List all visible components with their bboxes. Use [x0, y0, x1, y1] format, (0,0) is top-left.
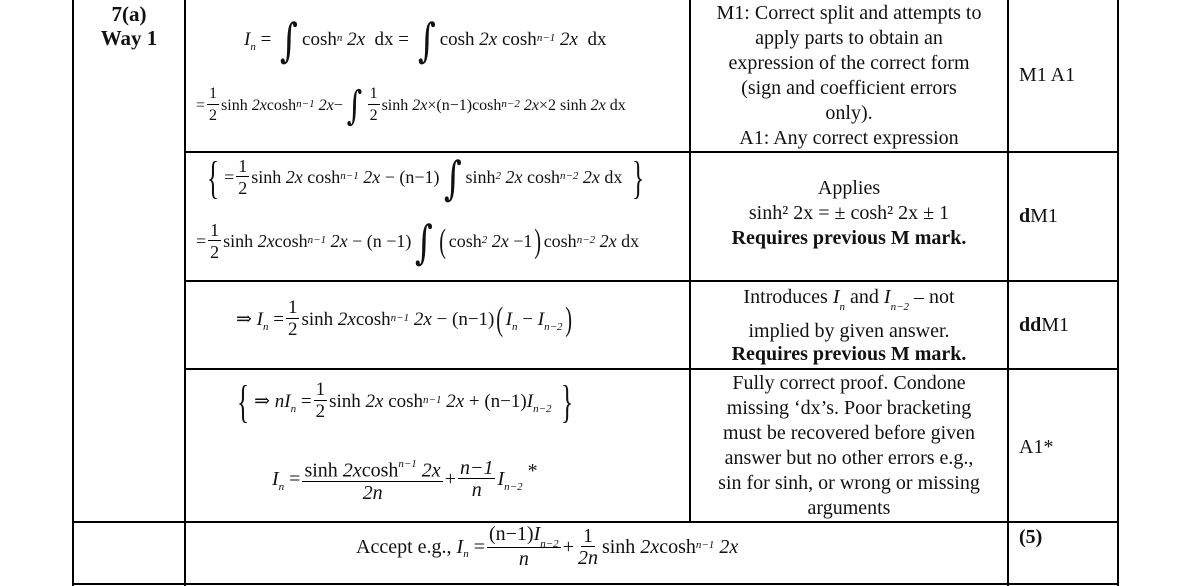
- table-border-right: [1117, 0, 1119, 586]
- fraction-alt: (n−1)In−2 n: [486, 523, 561, 570]
- notes-row2: Applies sinh² 2x = ± cosh² 2x ± 1 Requir…: [731, 177, 967, 249]
- integral-sign: ∫: [346, 82, 362, 129]
- marks-row3: ddM1: [1019, 314, 1070, 336]
- marks-row2: dM1: [1019, 205, 1058, 227]
- integral-sign: ∫: [417, 13, 436, 67]
- question-label: 7(a) Way 1: [74, 0, 184, 50]
- notes-row1: M1: Correct split and attempts to apply …: [716, 2, 982, 149]
- integral-sign: ∫: [443, 150, 462, 205]
- table-border-left: [72, 0, 74, 586]
- row-divider-4: [72, 521, 1119, 523]
- row-divider-2: [184, 280, 1119, 282]
- row-divider-1: [184, 151, 1119, 153]
- integral-sign: ∫: [280, 13, 299, 67]
- notes-row3: Introduces In and In−2 – not implied by …: [731, 286, 967, 365]
- fraction-main: sinh 2xcoshn−1 2x 2n: [302, 458, 443, 504]
- table-border-col2: [689, 0, 691, 522]
- notes-row4: Fully correct proof. Condone missing ‘dx…: [718, 372, 980, 519]
- table-border-col1: [184, 0, 186, 586]
- marks-row1: M1 A1: [1019, 64, 1076, 86]
- row-divider-5: [72, 583, 1119, 585]
- question-number: 7(a): [111, 2, 147, 26]
- marks-row4: A1*: [1019, 436, 1054, 458]
- table-border-col3: [1007, 0, 1009, 586]
- row-divider-3: [184, 368, 1119, 370]
- question-method: Way 1: [100, 26, 158, 50]
- integral-sign: ∫: [415, 214, 434, 269]
- marks-total: (5): [1019, 526, 1043, 548]
